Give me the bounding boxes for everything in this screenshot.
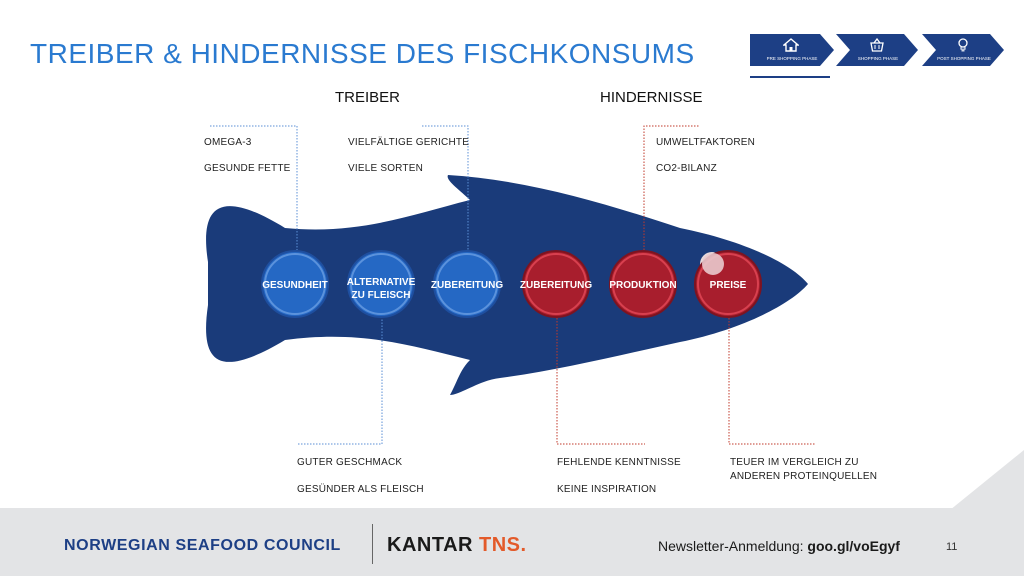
note-teuer: TEUER IM VERGLEICH ZU ANDEREN PROTEINQUE…: [730, 456, 877, 484]
active-phase-indicator: [750, 76, 830, 78]
norwegian-seafood-council-logo: NORWEGIAN SEAFOOD COUNCIL: [64, 537, 341, 554]
circle-alternative: ALTERNATIVE ZU FLEISCH: [341, 276, 421, 302]
note-fehlende-kenntnisse: FEHLENDE KENNTNISSE: [557, 457, 681, 468]
footer-corner-decoration: [950, 450, 1024, 510]
phase-post-shopping[interactable]: POST SHOPPING PHASE: [922, 34, 1006, 66]
note-guter-geschmack: GUTER GESCHMACK: [297, 457, 403, 468]
circle-produktion: PRODUKTION: [609, 280, 677, 291]
slide-title: TREIBER & HINDERNISSE DES FISCHKONSUMS: [30, 38, 695, 69]
newsletter-label: Newsletter-Anmeldung:: [658, 538, 804, 554]
tns-text: TNS.: [479, 534, 527, 556]
newsletter: Newsletter-Anmeldung: goo.gl/voEgyf: [658, 538, 900, 554]
drivers-header: TREIBER: [335, 89, 401, 106]
circle-zubereitung-barrier: ZUBEREITUNG: [519, 280, 593, 291]
driver-circles: [261, 250, 501, 318]
phase-label: SHOPPING PHASE: [857, 56, 899, 61]
circle-alternative-line2: ZU FLEISCH: [351, 290, 411, 301]
basket-icon: [870, 38, 884, 52]
note-viele-sorten: VIELE SORTEN: [348, 163, 424, 174]
note-omega3: OMEGA-3: [204, 137, 252, 148]
note-gesunde-fette: GESUNDE FETTE: [204, 163, 291, 174]
newsletter-link[interactable]: goo.gl/voEgyf: [807, 538, 900, 554]
kantar-tns-logo: KANTAR TNS.: [387, 534, 527, 557]
fish-body: [206, 175, 808, 395]
circle-zubereitung-driver: ZUBEREITUNG: [430, 280, 504, 291]
circle-gesundheit: GESUNDHEIT: [262, 280, 328, 291]
kantar-text: KANTAR: [387, 534, 473, 556]
phase-shopping[interactable]: SHOPPING PHASE: [836, 34, 920, 66]
page-number: 11: [946, 541, 958, 553]
phase-label: PRE SHOPPING PHASE: [766, 56, 818, 61]
footer-divider: [372, 524, 373, 564]
circle-preise: PREISE: [709, 280, 747, 291]
phase-pre-shopping[interactable]: PRE SHOPPING PHASE: [750, 34, 834, 66]
lightbulb-icon: [958, 38, 968, 52]
note-teuer-line2: ANDEREN PROTEINQUELLEN: [730, 471, 878, 482]
house-icon: [783, 38, 799, 52]
note-keine-inspiration: KEINE INSPIRATION: [557, 484, 657, 495]
phase-label: POST SHOPPING PHASE: [937, 56, 991, 61]
circle-alternative-line1: ALTERNATIVE: [346, 277, 416, 288]
note-teuer-line1: TEUER IM VERGLEICH ZU: [730, 457, 859, 468]
barriers-header: HINDERNISSE: [600, 89, 703, 106]
note-gesuender-als-fleisch: GESÜNDER ALS FLEISCH: [297, 484, 424, 495]
footer-bar: [0, 508, 1024, 576]
note-co2-bilanz: CO2-BILANZ: [656, 163, 717, 174]
note-umweltfaktoren: UMWELTFAKTOREN: [656, 137, 756, 148]
fish-eye-highlight: [702, 253, 724, 275]
note-vielfaeltige-gerichte: VIELFÄLTIGE GERICHTE: [348, 137, 470, 148]
phase-navigation: PRE SHOPPING PHASE SHOPPING PHASE POST S…: [750, 34, 1010, 84]
